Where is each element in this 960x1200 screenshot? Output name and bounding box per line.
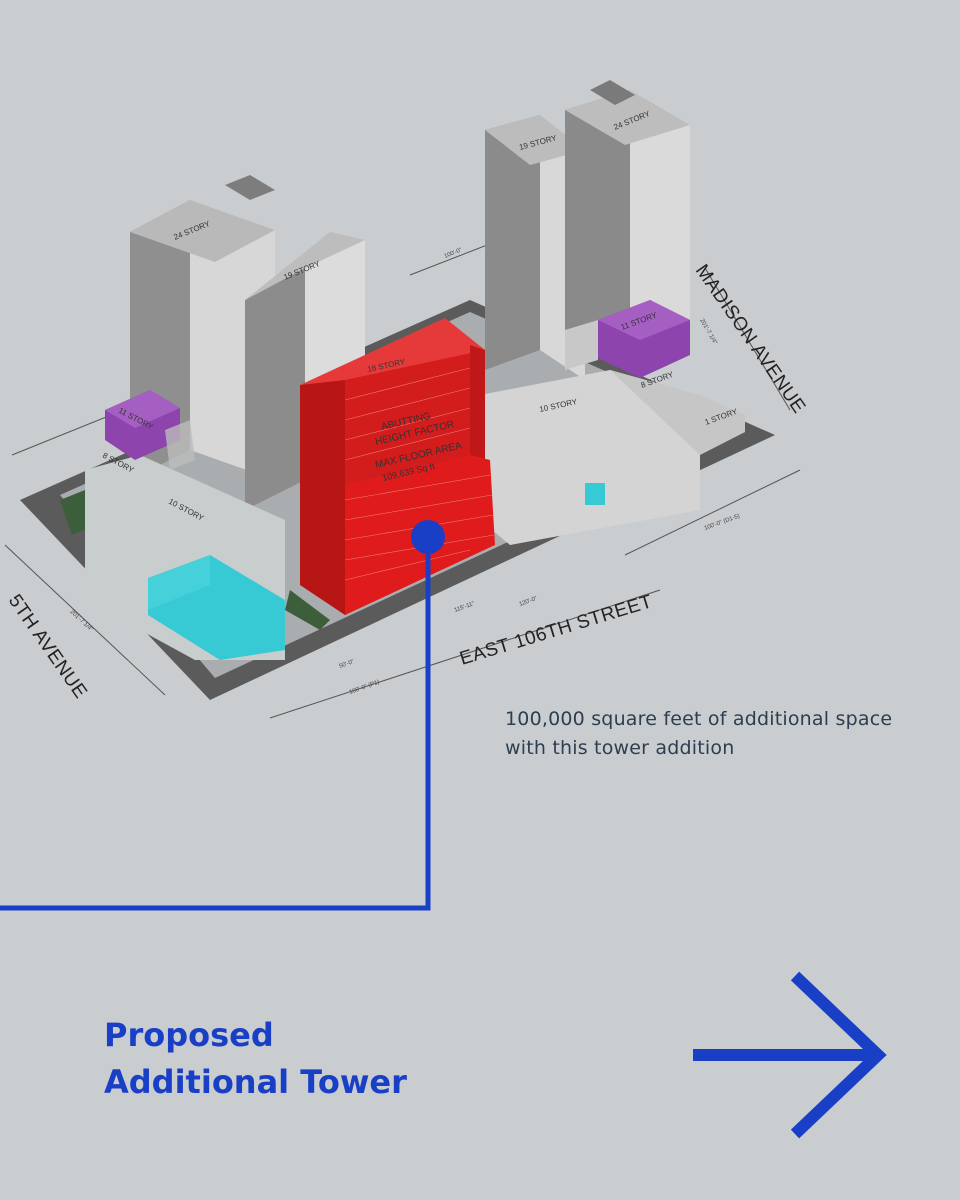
building-purple-right: 11 STORY bbox=[565, 300, 690, 378]
building-purple-left: 11 STORY bbox=[105, 390, 195, 470]
page-title: Proposed Additional Tower bbox=[104, 1012, 407, 1106]
svg-text:201'-7 1/4": 201'-7 1/4" bbox=[69, 609, 94, 633]
street-label-5th-avenue: 5TH AVENUE bbox=[4, 591, 91, 703]
leader-line bbox=[0, 540, 431, 911]
green-patch bbox=[285, 590, 330, 630]
building-right-tall: 24 STORY bbox=[565, 80, 690, 350]
svg-text:120'-0": 120'-0" bbox=[519, 596, 539, 608]
street-label-east-106th: EAST 106TH STREET bbox=[457, 591, 655, 670]
svg-text:100'-0" (D1-5): 100'-0" (D1-5) bbox=[704, 513, 741, 531]
svg-text:50'-0": 50'-0" bbox=[339, 659, 355, 670]
leader-dot bbox=[411, 520, 445, 554]
street-label-madison-avenue: MADISON AVENUE bbox=[691, 261, 810, 418]
note-text: 100,000 square feet of additional space … bbox=[505, 708, 893, 759]
title-line: Additional Tower bbox=[104, 1063, 407, 1101]
svg-text:201'-7 1/4": 201'-7 1/4" bbox=[698, 318, 718, 346]
arrow-right-icon[interactable] bbox=[690, 968, 890, 1143]
svg-text:115'-11": 115'-11" bbox=[454, 601, 476, 614]
building-left-low: 8 STORY 10 STORY bbox=[85, 451, 285, 660]
title-line: Proposed bbox=[104, 1016, 274, 1054]
svg-text:100'-0" (P1): 100'-0" (P1) bbox=[349, 679, 381, 695]
